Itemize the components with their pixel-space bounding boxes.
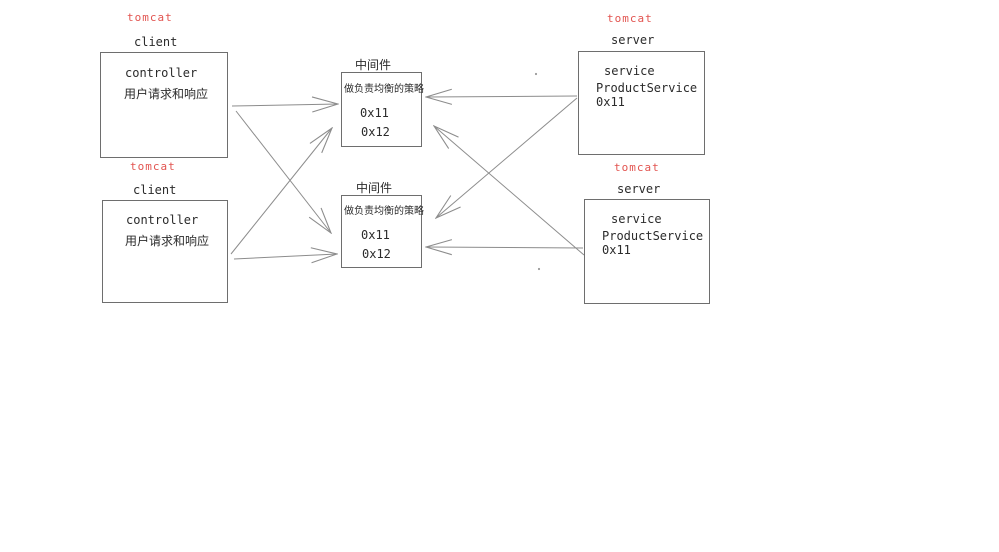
server-bottom-box: service ProductService 0x11 [584,199,710,304]
middleware-bottom-line-0x12: 0x12 [362,247,391,261]
stray-mark [534,72,538,76]
client-top-line-controller: controller [125,66,198,80]
arrow-client-bottom-to-middleware-bottom [233,254,337,259]
server-top-line-service: service [604,64,655,78]
client-bottom-title: client [133,183,177,197]
client-bottom-line-request-response: 用户请求和响应 [125,234,210,248]
stray-mark [537,267,541,271]
server-top-title: server [611,33,655,47]
server-top-line-productservice: ProductService [596,81,698,95]
client-bottom-line-controller: controller [126,213,199,227]
server-top-box: service ProductService 0x11 [578,51,705,155]
server-top-line-0x11: 0x11 [596,95,625,109]
server-bottom-line-0x11: 0x11 [602,243,631,257]
tomcat-label-server-top: tomcat [607,12,653,25]
middleware-top-line-0x11: 0x11 [360,106,389,120]
tomcat-label-server-bottom: tomcat [614,161,660,174]
arrow-server-top-to-middleware-bottom [436,97,578,218]
tomcat-label-client-bottom: tomcat [130,160,176,173]
server-bottom-line-service: service [611,212,662,226]
server-bottom-line-productservice: ProductService [602,229,704,243]
middleware-top-line-strategy: 做负责均衡的策略 [344,84,424,95]
client-top-title: client [134,35,178,49]
middleware-bottom-line-0x11: 0x11 [361,228,390,242]
arrow-server-bottom-to-middleware-top [434,126,585,256]
client-top-box: controller 用户请求和响应 [100,52,228,158]
arrow-server-top-to-middleware-top [426,96,578,97]
arrow-client-top-to-middleware-top [231,104,338,106]
tomcat-label-client-top: tomcat [127,11,173,24]
client-top-line-request-response: 用户请求和响应 [124,87,209,101]
arrow-client-bottom-to-middleware-top [230,128,332,255]
arrow-client-top-to-middleware-bottom [235,110,331,233]
middleware-top-title: 中间件 [355,58,392,72]
middleware-top-line-0x12: 0x12 [361,125,390,139]
middleware-bottom-box: 做负责均衡的策略 0x11 0x12 [341,195,424,268]
middleware-top-box: 做负责均衡的策略 0x11 0x12 [341,72,424,147]
arrow-server-bottom-to-middleware-bottom [426,247,584,248]
client-bottom-box: controller 用户请求和响应 [102,200,228,303]
server-bottom-title: server [617,182,661,196]
middleware-bottom-title: 中间件 [356,181,393,195]
middleware-bottom-line-strategy: 做负责均衡的策略 [344,206,424,217]
